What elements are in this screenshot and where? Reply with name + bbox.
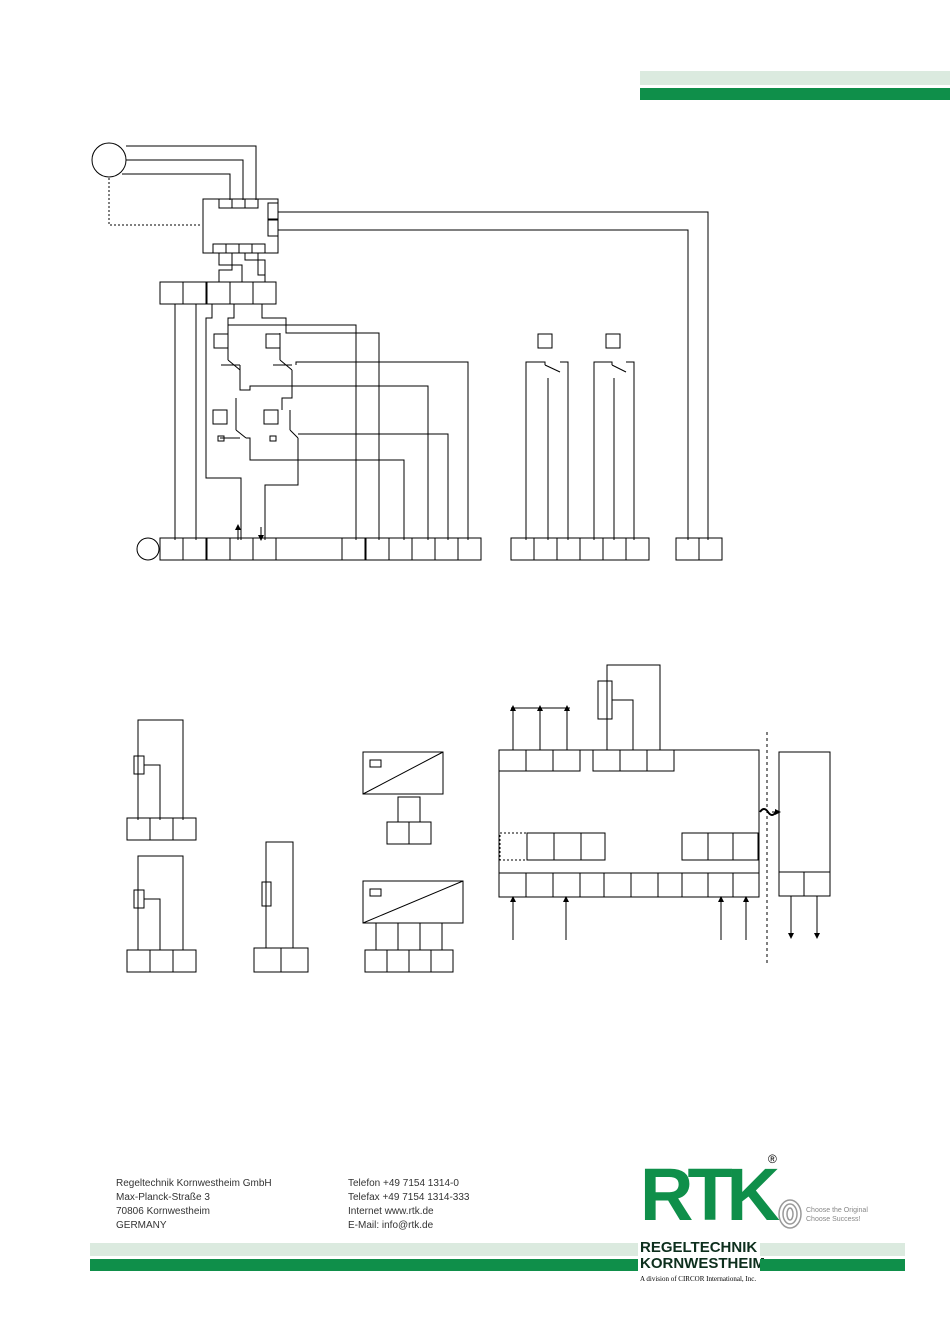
actuator-box [203,199,278,253]
motor-symbol [92,143,126,177]
badge-icon [777,1198,803,1230]
company-address: Regeltechnik Kornwestheim GmbH Max-Planc… [116,1177,272,1233]
footer-bar-light-right [760,1243,905,1256]
badge-line-1: Choose the Original [806,1206,868,1215]
footer-bar-dark [90,1259,638,1271]
footer-bar-light [90,1243,638,1256]
company-line: Max-Planck-Straße 3 [116,1191,272,1205]
logo-mark: RTK [640,1158,760,1232]
registered-mark: ® [768,1152,777,1166]
contact-info: Telefon +49 7154 1314-0 Telefax +49 7154… [348,1177,470,1233]
rtk-logo: RTK ® REGELTECHNIK KORNWESTHEIM A divisi… [640,1158,760,1283]
company-line: Regeltechnik Kornwestheim GmbH [116,1177,272,1191]
contact-line: Telefon +49 7154 1314-0 [348,1177,470,1191]
company-line: 70806 Kornwestheim [116,1205,272,1219]
wiring-diagram [0,0,950,1000]
contact-line: Internet www.rtk.de [348,1205,470,1219]
contact-line: Telefax +49 7154 1314-333 [348,1191,470,1205]
logo-division: A division of CIRCOR International, Inc. [640,1275,760,1283]
company-line: GERMANY [116,1219,272,1233]
logo-line-1: REGELTECHNIK [640,1240,760,1256]
contact-line: E-Mail: info@rtk.de [348,1219,470,1233]
logo-line-2: KORNWESTHEIM [640,1256,760,1272]
badge-line-2: Choose Success! [806,1215,868,1224]
footer-bar-dark-right [760,1259,905,1271]
badge-text: Choose the Original Choose Success! [806,1206,868,1224]
